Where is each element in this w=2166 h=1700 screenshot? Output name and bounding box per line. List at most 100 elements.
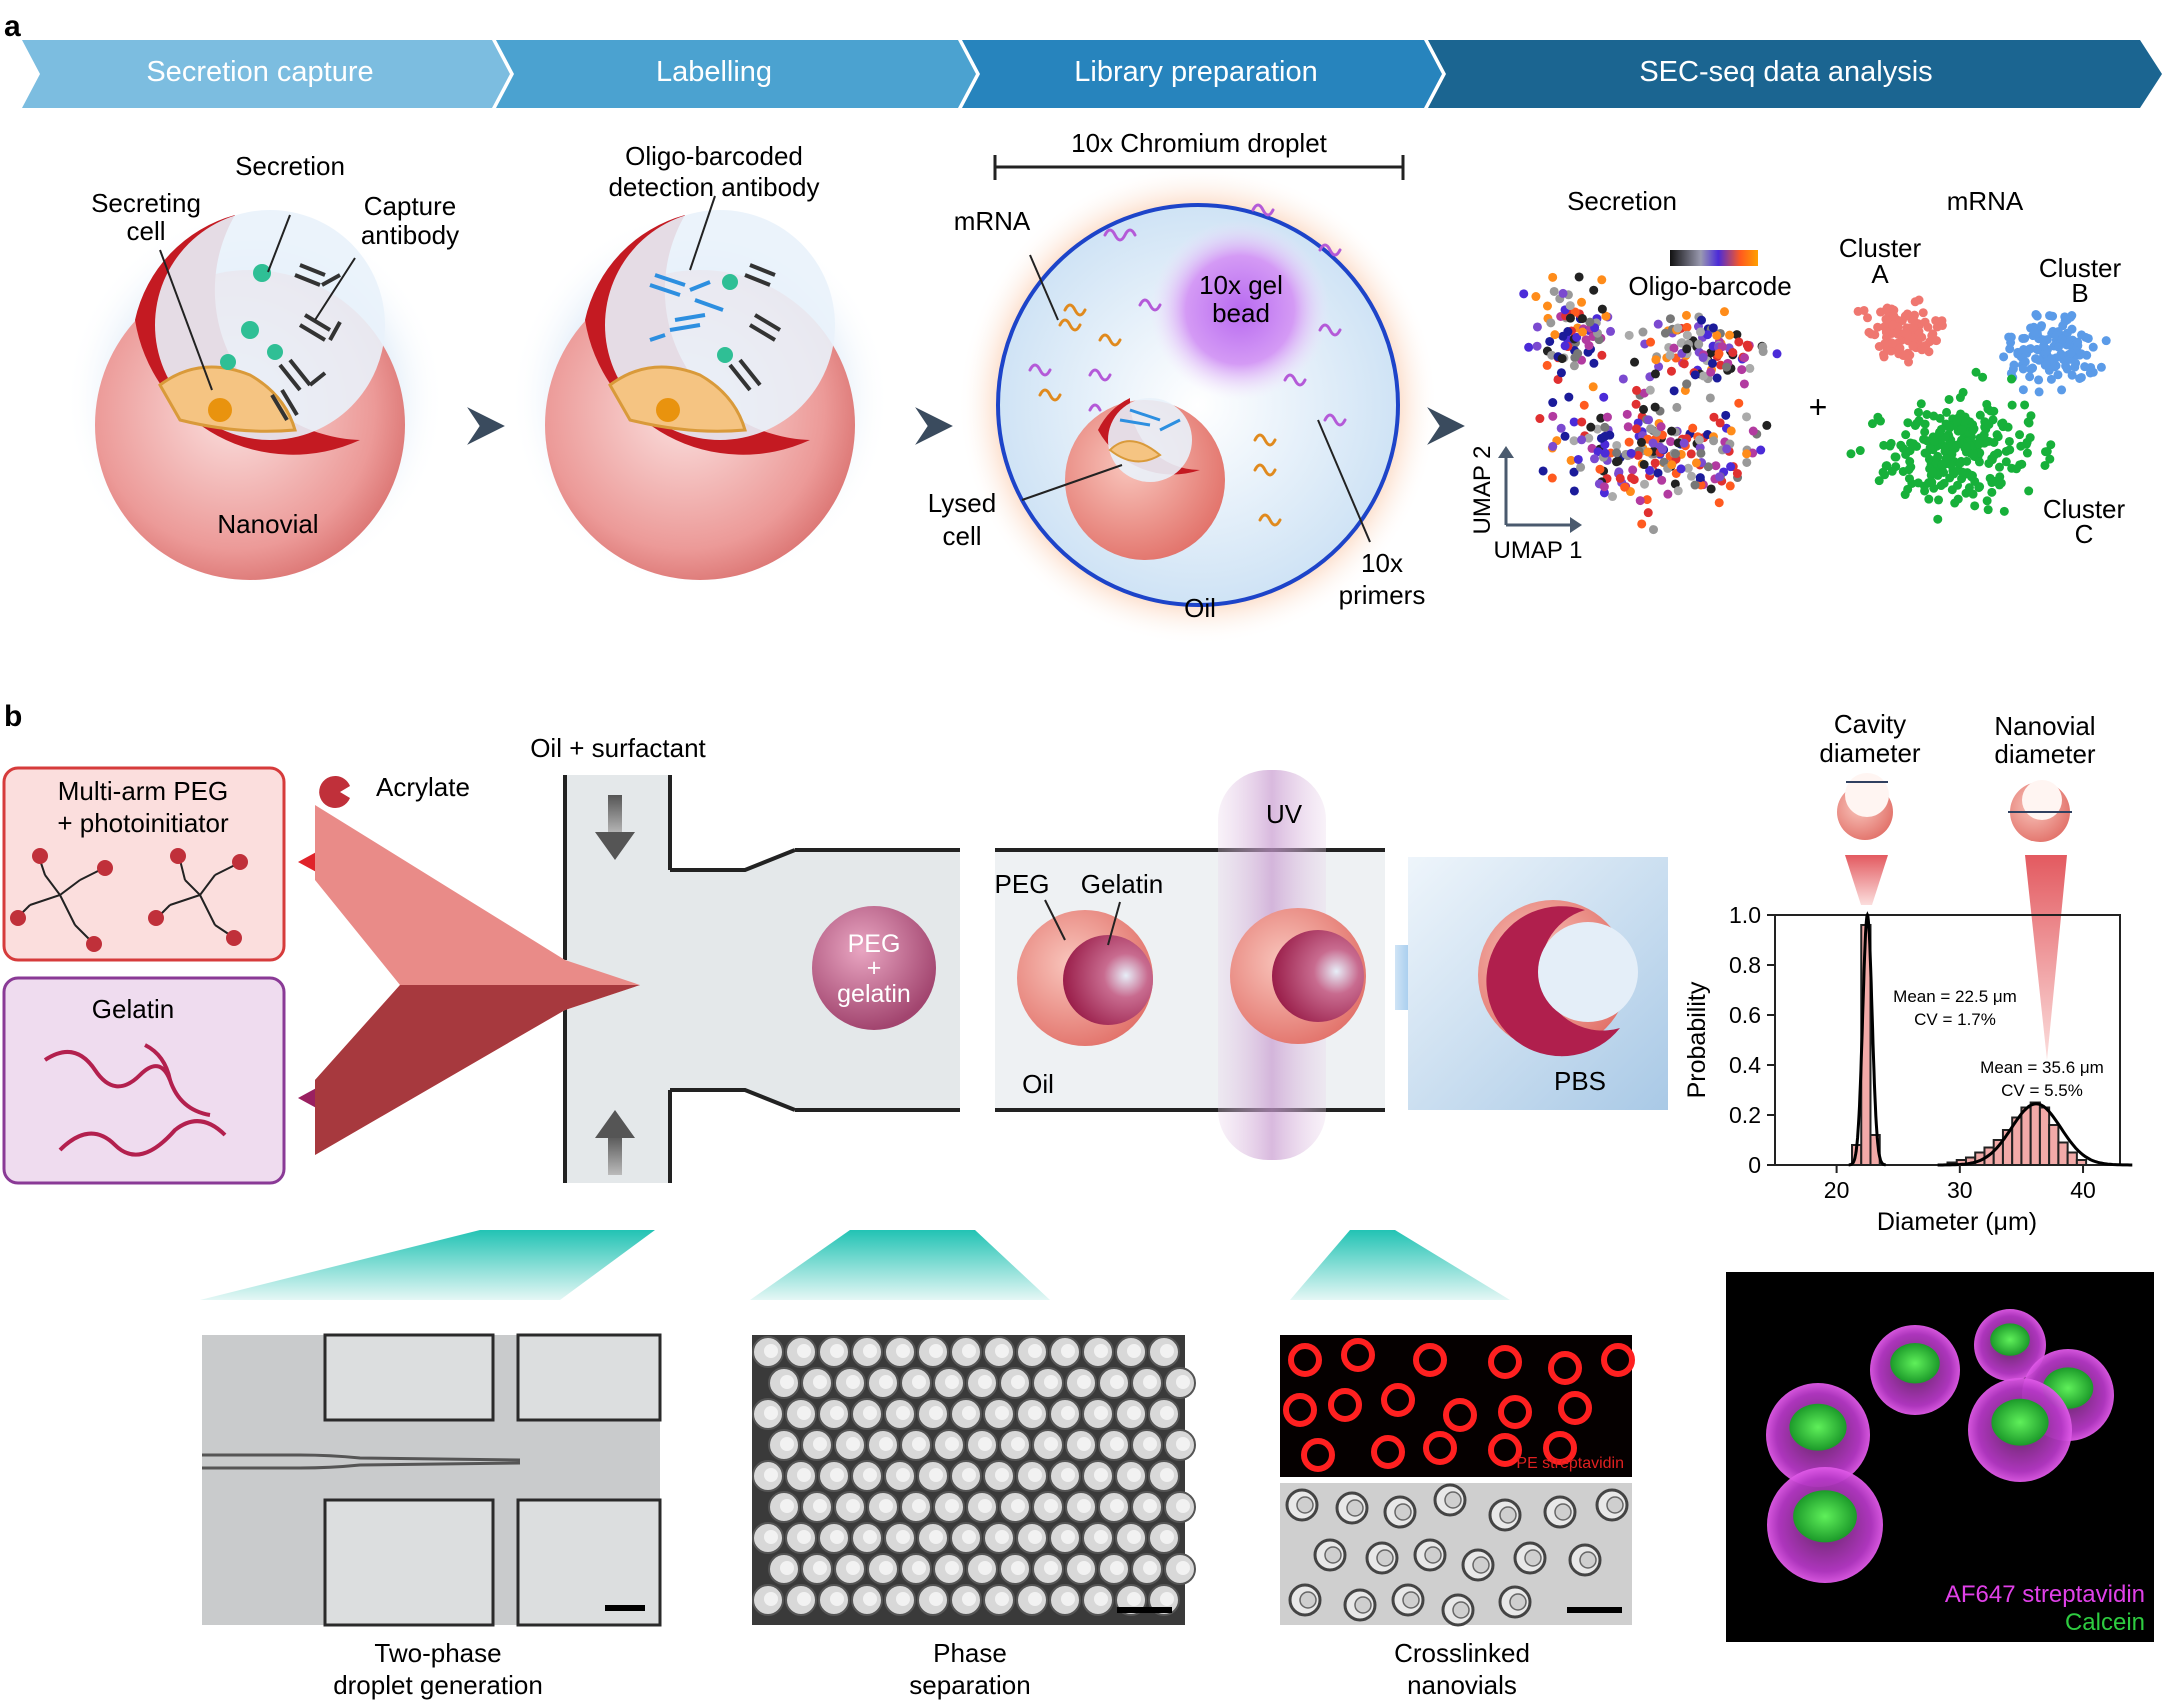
umap-point: [1538, 466, 1548, 476]
umap-point: [2046, 374, 2056, 384]
label-cluster-a-2: A: [1871, 259, 1889, 289]
umap-point: [1722, 362, 1732, 372]
histogram-fit-curve: [1848, 911, 1886, 1167]
label-gelatin-box: Gelatin: [92, 994, 174, 1024]
umap-point: [1740, 353, 1750, 363]
x-tick-label: 20: [1824, 1177, 1850, 1203]
droplet-highlight: [995, 1406, 1009, 1420]
droplet-highlight: [962, 1592, 976, 1606]
umap-point: [1715, 472, 1725, 482]
label-oil-b: Oil: [1022, 1069, 1054, 1099]
umap-point: [1881, 327, 1891, 337]
umap-point: [1734, 398, 1744, 408]
droplet-highlight: [764, 1468, 778, 1482]
droplet-highlight: [1143, 1375, 1157, 1389]
umap-point: [1691, 458, 1701, 468]
umap-point: [1607, 492, 1617, 502]
droplet-highlight: [830, 1344, 844, 1358]
droplet-highlight: [879, 1561, 893, 1575]
droplet-highlight: [780, 1375, 794, 1389]
umap-point: [1708, 323, 1718, 333]
umap-point: [1548, 411, 1558, 421]
droplet-highlight: [797, 1344, 811, 1358]
umap-point: [1703, 462, 1713, 472]
y-tick-label: 0.4: [1729, 1052, 1761, 1078]
umap-point: [1682, 344, 1692, 354]
umap-point: [2022, 448, 2032, 458]
umap-point: [1706, 367, 1716, 377]
umap-point: [1556, 423, 1566, 433]
umap-point: [1657, 475, 1667, 485]
umap-point: [1572, 332, 1582, 342]
umap-point: [1994, 480, 2004, 490]
droplet-highlight: [879, 1375, 893, 1389]
umap-point: [2003, 422, 2013, 432]
droplet-highlight: [912, 1375, 926, 1389]
umap-point: [1933, 514, 1943, 524]
umap-point: [1683, 463, 1693, 473]
panel-a-letter: a: [4, 10, 21, 43]
umap-point: [1961, 488, 1971, 498]
droplet-highlight: [1127, 1344, 1141, 1358]
droplet-highlight: [846, 1437, 860, 1451]
umap-point: [1855, 446, 1865, 456]
nanovial-cavity: [1354, 1596, 1372, 1614]
droplet-highlight: [896, 1344, 910, 1358]
droplet-highlight: [1176, 1375, 1190, 1389]
umap-point: [2015, 430, 2025, 440]
umap-point: [1682, 330, 1692, 340]
umap-point: [2007, 400, 2017, 410]
step-label-1: Secretion capture: [146, 56, 373, 88]
umap-point: [1564, 392, 1574, 402]
umap-point: [1690, 370, 1700, 380]
umap-point: [1875, 416, 1885, 426]
umap-point: [1978, 372, 1988, 382]
umap-point: [1867, 419, 1877, 429]
red-nanovial: [1488, 1433, 1522, 1467]
umap-point: [1645, 465, 1655, 475]
umap-point: [1654, 362, 1664, 372]
umap-point: [1712, 373, 1722, 383]
umap-point: [1589, 285, 1599, 295]
droplet-highlight: [978, 1561, 992, 1575]
label-cavity-1: Cavity: [1834, 709, 1906, 739]
umap-point: [1686, 449, 1696, 459]
label-primers-1: 10x: [1361, 548, 1403, 578]
umap-point: [1560, 341, 1570, 351]
red-nanovial: [1548, 1351, 1582, 1385]
umap-point: [1688, 423, 1698, 433]
droplet-highlight: [1044, 1375, 1058, 1389]
umap-point: [1725, 330, 1735, 340]
droplet-highlight: [995, 1344, 1009, 1358]
umap-point: [2048, 311, 2058, 321]
umap-point: [1569, 467, 1579, 477]
red-nanovial: [1413, 1343, 1447, 1377]
umap-point: [1929, 437, 1939, 447]
umap-point: [1698, 353, 1708, 363]
umap-point: [1645, 385, 1655, 395]
umap-point: [1874, 476, 1884, 486]
nanovial-cavity: [1509, 1593, 1527, 1611]
umap-point: [1642, 495, 1652, 505]
umap-point: [1639, 460, 1649, 470]
umap-point: [1532, 341, 1542, 351]
umap-point: [1944, 394, 1954, 404]
umap-point: [1531, 292, 1541, 302]
umap-point: [1671, 449, 1681, 459]
umap-point: [1606, 326, 1616, 336]
histogram-bar: [2038, 1106, 2051, 1166]
umap-point: [1975, 482, 1985, 492]
umap-point: [1709, 436, 1719, 446]
umap-point: [1974, 439, 1984, 449]
umap-point: [2007, 374, 2017, 384]
umap-point: [1958, 387, 1968, 397]
histogram-bar: [2048, 1124, 2060, 1166]
droplet-highlight: [962, 1344, 976, 1358]
droplet-highlight: [962, 1406, 976, 1420]
umap-point: [1563, 327, 1573, 337]
umap-point: [1910, 420, 1920, 430]
umap-point: [1570, 307, 1580, 317]
droplet-highlight: [830, 1592, 844, 1606]
umap-point: [1902, 329, 1912, 339]
droplet-highlight: [1011, 1499, 1025, 1513]
